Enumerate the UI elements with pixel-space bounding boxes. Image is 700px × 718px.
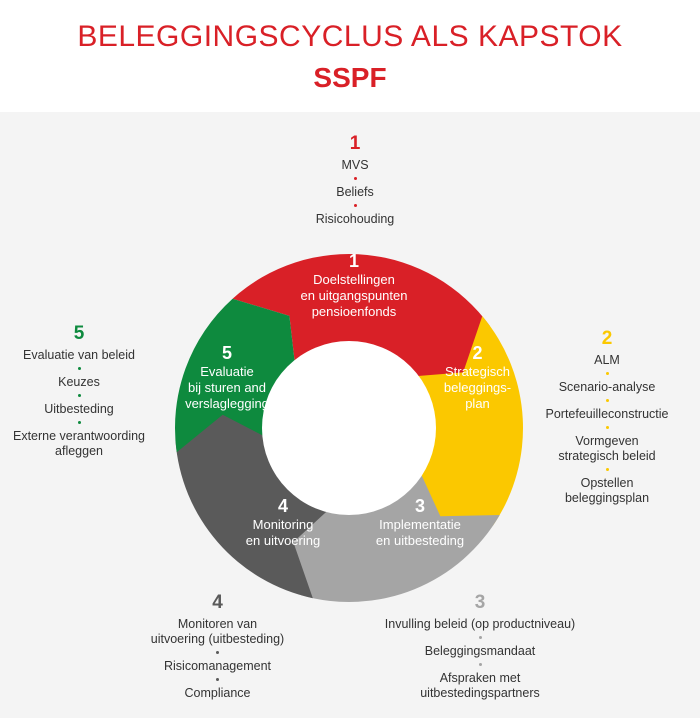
segment-line: Doelstellingen <box>313 272 395 287</box>
list-3: 3 Invulling beleid (op productniveau) Be… <box>360 591 600 701</box>
bullet-dot <box>353 177 357 180</box>
bullet-dot <box>605 426 609 429</box>
segment-label-1: 1 Doelstellingen en uitgangspunten pensi… <box>279 250 429 320</box>
list-item: Beliefs <box>336 185 374 199</box>
bullet-dot <box>216 651 219 654</box>
list-item: Scenario-analyse <box>558 380 656 394</box>
list-number-2: 2 <box>601 328 613 349</box>
segment-number-4: 4 <box>277 496 288 516</box>
bullet-dot <box>478 663 482 666</box>
list-item: Risicohouding <box>315 212 395 226</box>
segment-number-1: 1 <box>348 251 359 271</box>
segment-line: Strategisch <box>444 364 511 379</box>
segment-line: en uitgangspunten <box>300 288 408 303</box>
segment-line: Evaluatie <box>200 364 254 379</box>
list-1: 1 MVS Beliefs Risicohouding <box>280 132 430 227</box>
list-item: Monitoren van uitvoering (uitbesteding) <box>150 617 285 646</box>
page-title: BELEGGINGSCYCLUS ALS KAPSTOK <box>77 20 623 53</box>
bullet-dot <box>605 372 609 375</box>
diagram-panel: 1 Doelstellingen en uitgangspunten pensi… <box>0 112 700 718</box>
list-number-4: 4 <box>212 592 223 613</box>
list-item: Invulling beleid (op productniveau) <box>384 617 576 631</box>
segment-label-2: 2 Strategisch beleggings- plan <box>425 342 530 412</box>
cycle-segment-1 <box>232 253 490 381</box>
list-item: Keuzes <box>58 375 100 389</box>
segment-line: plan <box>465 396 490 411</box>
bullet-dot <box>77 367 81 370</box>
list-item: Risicomanagement <box>164 659 271 673</box>
bullet-dot <box>605 399 609 402</box>
list-number-5: 5 <box>73 323 85 344</box>
list-number-1: 1 <box>349 133 361 154</box>
segment-number-2: 2 <box>472 343 483 363</box>
list-item: Opstellen beleggingsplan <box>564 476 650 505</box>
bullet-dot <box>353 204 357 207</box>
list-item: MVS <box>341 158 369 172</box>
list-item: Compliance <box>184 686 251 700</box>
cycle-segments <box>175 253 523 602</box>
segment-number-3: 3 <box>414 496 425 516</box>
list-item: Vormgeven strategisch beleid <box>558 434 656 463</box>
segment-number-5: 5 <box>221 343 232 363</box>
list-item: Portefeuilleconstructie <box>545 407 669 421</box>
segment-line: verslaglegging <box>185 396 269 411</box>
bullet-dot <box>77 421 81 424</box>
list-number-3: 3 <box>474 592 486 613</box>
segment-line: en uitbesteding <box>375 533 465 548</box>
bullet-dot <box>478 636 482 639</box>
segment-line: Monitoring <box>252 517 314 532</box>
list-item: Afspraken met uitbestedingspartners <box>420 671 540 700</box>
list-item: Evaluatie van beleid <box>23 348 135 362</box>
list-item: ALM <box>594 353 620 367</box>
bullet-dot <box>77 394 81 397</box>
cycle-segment-4 <box>175 405 333 599</box>
cycle-segment-3 <box>285 468 500 602</box>
header: BELEGGINGSCYCLUS ALS KAPSTOK SSPF <box>0 0 700 112</box>
list-4: 4 Monitoren van uitvoering (uitbesteding… <box>130 591 305 701</box>
list-2: 2 ALM Scenario-analyse Portefeuilleconst… <box>527 327 687 506</box>
segment-label-5: 5 Evaluatie bij sturen and verslagleggin… <box>172 342 282 412</box>
bullet-dot <box>605 468 609 471</box>
segment-line: bij sturen and <box>187 380 267 395</box>
bullet-dot <box>216 678 219 681</box>
list-item: Beleggingsmandaat <box>424 644 536 658</box>
segment-label-4: 4 Monitoring en uitvoering <box>228 495 338 549</box>
cycle-center-hole <box>262 341 436 515</box>
cycle-segment-2 <box>410 316 523 526</box>
segment-line: pensioenfonds <box>311 304 397 319</box>
segment-line: beleggings- <box>443 380 512 395</box>
list-5: 5 Evaluatie van beleid Keuzes Uitbestedi… <box>5 322 153 459</box>
page-subtitle: SSPF <box>313 62 387 93</box>
segment-line: en uitvoering <box>245 533 321 548</box>
segment-line: Implementatie <box>379 517 461 532</box>
list-item: Externe verantwoording afleggen <box>12 429 146 458</box>
list-item: Uitbesteding <box>44 402 114 416</box>
cycle-diagram <box>171 250 527 606</box>
segment-label-3: 3 Implementatie en uitbesteding <box>355 495 485 549</box>
